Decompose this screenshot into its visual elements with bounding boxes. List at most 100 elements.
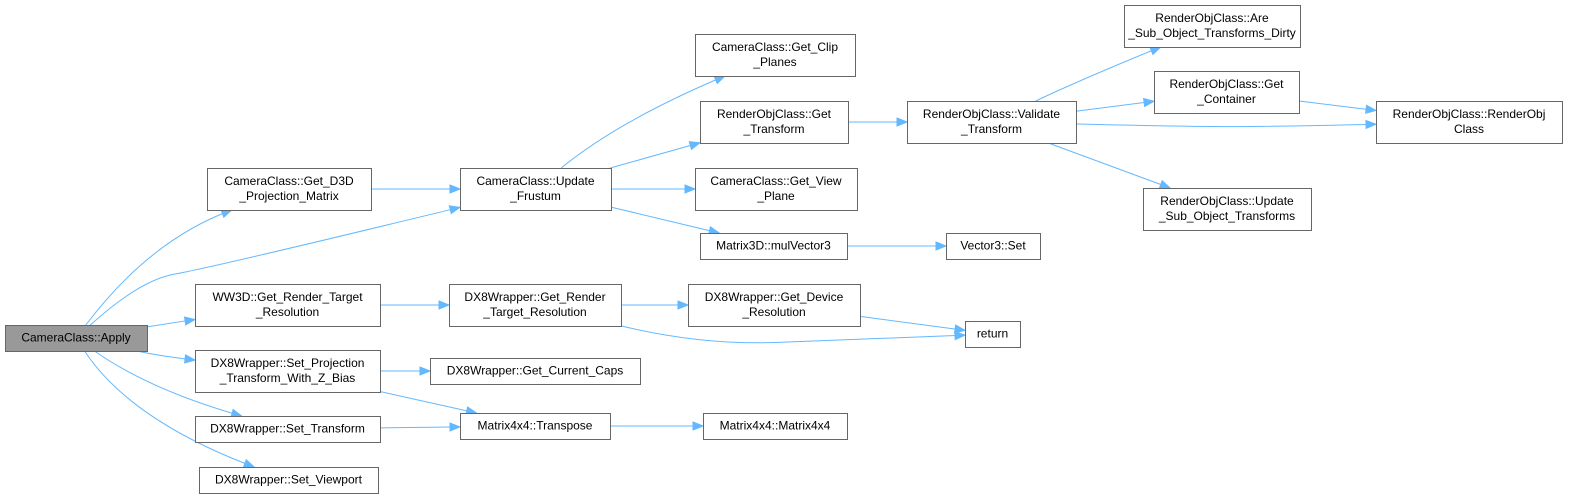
node-matrix4x4[interactable]: Matrix4x4::Matrix4x4 bbox=[703, 413, 848, 440]
node-get_transform[interactable]: RenderObjClass::Get_Transform bbox=[700, 101, 849, 144]
node-dx8_rt_res[interactable]: DX8Wrapper::Get_Render_Target_Resolution bbox=[449, 284, 622, 327]
node-label-caps-line-0: DX8Wrapper::Get_Current_Caps bbox=[447, 364, 624, 378]
arrowhead-validate-to-update_sub bbox=[1158, 179, 1172, 189]
node-box-set_viewport bbox=[199, 467, 379, 494]
edge-set_proj-to-transpose bbox=[379, 391, 477, 414]
node-label-get_transform-line-0: RenderObjClass::Get bbox=[717, 107, 832, 121]
edge-apply-to-update_frustum bbox=[90, 206, 461, 326]
node-label-matrix4x4-line-0: Matrix4x4::Matrix4x4 bbox=[720, 419, 831, 433]
node-box-mulvector bbox=[700, 233, 848, 260]
node-mulvector[interactable]: Matrix3D::mulVector3 bbox=[700, 233, 848, 260]
edge-apply-to-set_transform bbox=[94, 350, 242, 417]
node-label-ww3d_res-line-0: WW3D::Get_Render_Target bbox=[212, 290, 363, 304]
node-label-get_transform-line-1: _Transform bbox=[743, 122, 805, 136]
edge-update_frustum-to-get_clip bbox=[560, 75, 726, 169]
arrowhead-validate-to-renderobj bbox=[1365, 119, 1378, 130]
node-get_container[interactable]: RenderObjClass::Get_Container bbox=[1154, 71, 1300, 114]
node-update_frustum[interactable]: CameraClass::Update_Frustum bbox=[460, 168, 612, 211]
node-label-dx8_rt_res-line-0: DX8Wrapper::Get_Render bbox=[464, 290, 605, 304]
node-are_sub[interactable]: RenderObjClass::Are_Sub_Object_Transform… bbox=[1124, 5, 1301, 48]
node-label-update_sub-line-1: _Sub_Object_Transforms bbox=[1158, 209, 1295, 223]
arrowhead-get_container-to-renderobj bbox=[1364, 104, 1378, 114]
node-get_d3d[interactable]: CameraClass::Get_D3D_Projection_Matrix bbox=[207, 168, 372, 211]
node-set_transform[interactable]: DX8Wrapper::Set_Transform bbox=[195, 416, 381, 443]
node-box-get_view bbox=[695, 168, 858, 211]
node-validate[interactable]: RenderObjClass::Validate_Transform bbox=[907, 101, 1077, 144]
arrowhead-update_frustum-to-get_view bbox=[684, 184, 697, 194]
node-box-apply bbox=[5, 325, 148, 352]
edge-update_frustum-to-get_transform bbox=[610, 142, 701, 169]
node-label-set_proj-line-1: _Transform_With_Z_Bias bbox=[219, 371, 356, 385]
node-box-set_proj bbox=[195, 350, 381, 393]
node-label-get_clip-line-1: _Planes bbox=[752, 55, 796, 69]
arrowhead-dx8_rt_res-to-dx8_dev_res bbox=[677, 300, 690, 310]
arrowhead-dx8_dev_res-to-return bbox=[953, 324, 967, 334]
node-get_clip[interactable]: CameraClass::Get_Clip_Planes bbox=[695, 34, 856, 77]
node-box-are_sub bbox=[1124, 5, 1301, 48]
node-update_sub[interactable]: RenderObjClass::Update_Sub_Object_Transf… bbox=[1143, 188, 1312, 231]
arrowhead-get_transform-to-validate bbox=[896, 117, 909, 127]
node-label-set_transform-line-0: DX8Wrapper::Set_Transform bbox=[210, 422, 365, 436]
node-label-get_container-line-1: _Container bbox=[1196, 92, 1256, 106]
node-label-get_view-line-1: _Plane bbox=[756, 189, 795, 203]
node-dx8_dev_res[interactable]: DX8Wrapper::Get_Device_Resolution bbox=[688, 284, 861, 327]
node-box-set_transform bbox=[195, 416, 381, 443]
edge-get_container-to-renderobj bbox=[1298, 100, 1377, 111]
node-label-mulvector-line-0: Matrix3D::mulVector3 bbox=[716, 239, 831, 253]
node-caps[interactable]: DX8Wrapper::Get_Current_Caps bbox=[430, 358, 641, 385]
edge-update_frustum-to-mulvector bbox=[610, 206, 720, 234]
node-label-update_sub-line-0: RenderObjClass::Update bbox=[1160, 194, 1294, 208]
node-renderobj[interactable]: RenderObjClass::RenderObjClass bbox=[1376, 101, 1563, 144]
node-label-get_d3d-line-0: CameraClass::Get_D3D bbox=[224, 174, 354, 188]
node-label-update_frustum-line-1: _Frustum bbox=[509, 189, 561, 203]
node-box-validate bbox=[907, 101, 1077, 144]
arrowhead-apply-to-ww3d_res bbox=[183, 316, 197, 326]
node-ww3d_res[interactable]: WW3D::Get_Render_Target_Resolution bbox=[195, 284, 381, 327]
edge-dx8_dev_res-to-return bbox=[859, 315, 966, 331]
node-label-dx8_dev_res-line-0: DX8Wrapper::Get_Device bbox=[705, 290, 844, 304]
node-label-apply-line-0: CameraClass::Apply bbox=[21, 331, 130, 345]
node-apply[interactable]: CameraClass::Apply bbox=[5, 325, 148, 352]
node-vector_set[interactable]: Vector3::Set bbox=[946, 233, 1041, 260]
arrowhead-apply-to-set_transform bbox=[230, 408, 243, 418]
node-transpose[interactable]: Matrix4x4::Transpose bbox=[460, 413, 611, 440]
node-box-transpose bbox=[460, 413, 611, 440]
node-label-dx8_dev_res-line-1: _Resolution bbox=[741, 305, 805, 319]
node-label-set_viewport-line-0: DX8Wrapper::Set_Viewport bbox=[215, 473, 363, 487]
edge-validate-to-update_sub bbox=[1048, 142, 1171, 189]
arrowhead-dx8_rt_res-to-return bbox=[954, 330, 967, 341]
arrowhead-set_proj-to-caps bbox=[419, 366, 432, 376]
node-label-get_container-line-0: RenderObjClass::Get bbox=[1169, 77, 1284, 91]
arrowhead-apply-to-set_viewport bbox=[242, 458, 256, 468]
node-label-return-line-0: return bbox=[977, 327, 1008, 341]
node-box-get_transform bbox=[700, 101, 849, 144]
node-return[interactable]: return bbox=[965, 321, 1021, 348]
node-label-update_frustum-line-0: CameraClass::Update bbox=[476, 174, 594, 188]
node-box-caps bbox=[430, 358, 641, 385]
node-get_view[interactable]: CameraClass::Get_View_Plane bbox=[695, 168, 858, 211]
node-label-get_d3d-line-1: _Projection_Matrix bbox=[238, 189, 338, 203]
node-label-validate-line-0: RenderObjClass::Validate bbox=[923, 107, 1061, 121]
edges-layer bbox=[84, 46, 1378, 468]
edge-apply-to-set_viewport bbox=[84, 350, 255, 468]
edge-dx8_rt_res-to-return bbox=[620, 325, 966, 344]
arrowhead-apply-to-set_proj bbox=[184, 354, 197, 364]
node-box-ww3d_res bbox=[195, 284, 381, 327]
edge-validate-to-are_sub bbox=[1035, 46, 1161, 102]
node-label-renderobj-line-0: RenderObjClass::RenderObj bbox=[1393, 107, 1546, 121]
node-label-are_sub-line-0: RenderObjClass::Are bbox=[1155, 11, 1269, 25]
arrowhead-get_d3d-to-update_frustum bbox=[449, 184, 462, 194]
node-label-vector_set-line-0: Vector3::Set bbox=[960, 239, 1026, 253]
arrowhead-mulvector-to-vector_set bbox=[935, 241, 948, 251]
node-set_proj[interactable]: DX8Wrapper::Set_Projection_Transform_Wit… bbox=[195, 350, 381, 393]
edge-validate-to-renderobj bbox=[1075, 123, 1377, 128]
node-box-matrix4x4 bbox=[703, 413, 848, 440]
node-set_viewport[interactable]: DX8Wrapper::Set_Viewport bbox=[199, 467, 379, 494]
nodes-layer: CameraClass::ApplyCameraClass::Get_D3D_P… bbox=[5, 5, 1563, 494]
arrowhead-transpose-to-matrix4x4 bbox=[692, 421, 705, 431]
node-box-get_clip bbox=[695, 34, 856, 77]
node-label-renderobj-line-1: Class bbox=[1454, 122, 1484, 136]
node-label-ww3d_res-line-1: _Resolution bbox=[255, 305, 319, 319]
node-label-get_view-line-0: CameraClass::Get_View bbox=[710, 174, 841, 188]
arrowhead-validate-to-get_container bbox=[1142, 97, 1156, 108]
